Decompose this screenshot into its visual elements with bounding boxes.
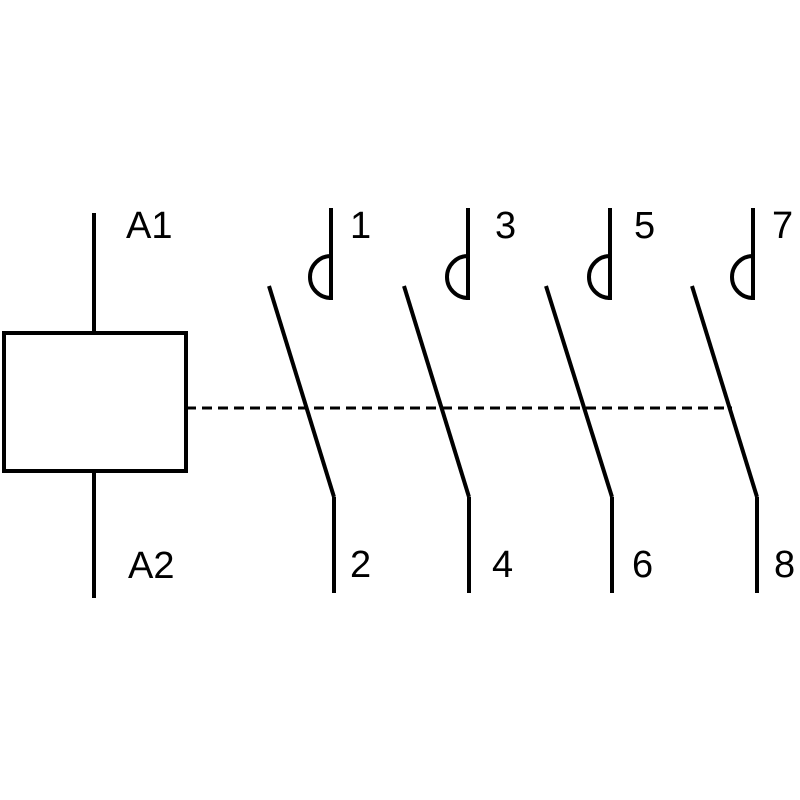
contact-3-4: 3 4 (402, 205, 516, 593)
contact-1-hook (308, 254, 332, 300)
contact-label-6: 6 (632, 544, 653, 586)
contact-7-8: 7 8 (690, 205, 795, 593)
contact-label-8: 8 (774, 544, 795, 586)
contact-1-2-switch-blade (267, 285, 336, 498)
contact-label-1: 1 (350, 205, 371, 247)
contact-label-2: 2 (350, 544, 371, 586)
contact-5-hook (587, 254, 611, 300)
contact-5-6-switch-blade (544, 285, 614, 498)
coil-label-a1: A1 (126, 205, 172, 247)
coil-body (2, 331, 188, 473)
contact-3-4-switch-blade (402, 285, 471, 498)
contact-3-hook (445, 254, 469, 300)
contact-label-4: 4 (492, 544, 513, 586)
contact-1-2: 1 2 (267, 205, 371, 593)
contact-label-5: 5 (634, 205, 655, 247)
contact-5-6: 5 6 (544, 205, 655, 593)
coil: A1 A2 (2, 205, 188, 598)
coil-label-a2: A2 (128, 545, 174, 587)
contact-7-8-switch-blade (690, 285, 759, 498)
contact-7-hook (730, 254, 754, 300)
contact-label-7: 7 (772, 205, 793, 247)
contact-label-3: 3 (495, 205, 516, 247)
